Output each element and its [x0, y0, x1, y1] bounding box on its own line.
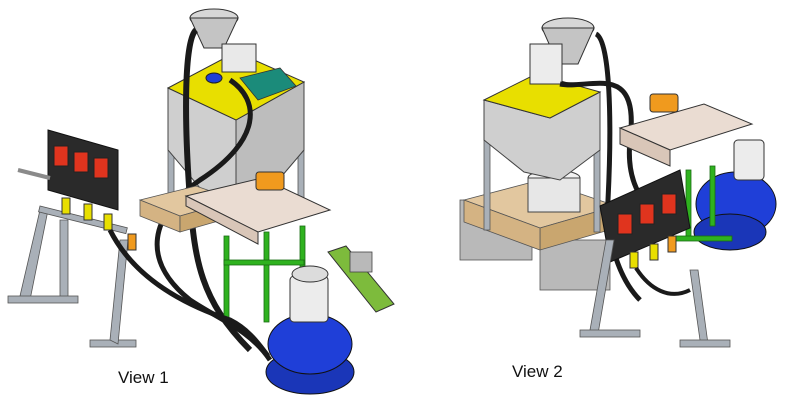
- view-2-caption: View 2: [512, 362, 563, 381]
- conveyor-block: [349, 251, 373, 273]
- view-2-diagram: [440, 0, 793, 409]
- green-frame-2: [671, 165, 733, 242]
- stand-hose: [107, 228, 270, 358]
- view-1-diagram: [7, 8, 395, 395]
- panel-displays: [53, 145, 109, 179]
- top-funnel-motor-2: [529, 43, 563, 85]
- pump-motor-fan: [291, 265, 329, 283]
- panel-inlet-pipe: [17, 168, 51, 180]
- view-1-caption: View 1: [118, 368, 169, 387]
- control-stand-2: [579, 239, 731, 348]
- pump-body: [267, 313, 353, 375]
- top-funnel-motor: [221, 43, 257, 73]
- pump-motor-2: [733, 139, 765, 181]
- view-2-illustration: [459, 17, 777, 348]
- teal-plate: [239, 67, 297, 101]
- sifter-table-side-2: [619, 127, 671, 167]
- panel-valves-2: [629, 235, 677, 269]
- panel-displays-2: [617, 193, 677, 235]
- vibrating-motor-2: [649, 93, 679, 113]
- pump-motor: [289, 275, 329, 323]
- stand-hose-2: [634, 266, 691, 296]
- hose-loop: [154, 77, 273, 362]
- sifter-table-side: [185, 195, 259, 245]
- panel-valves: [61, 197, 137, 251]
- pump-base-2: [693, 213, 767, 251]
- vibrating-motor: [255, 171, 285, 191]
- hose-2a: [594, 31, 642, 302]
- blue-coupling: [205, 72, 223, 84]
- conveyor: [327, 245, 395, 313]
- control-stand: [7, 205, 137, 348]
- white-drum: [527, 177, 581, 213]
- view-1-illustration: [7, 8, 395, 395]
